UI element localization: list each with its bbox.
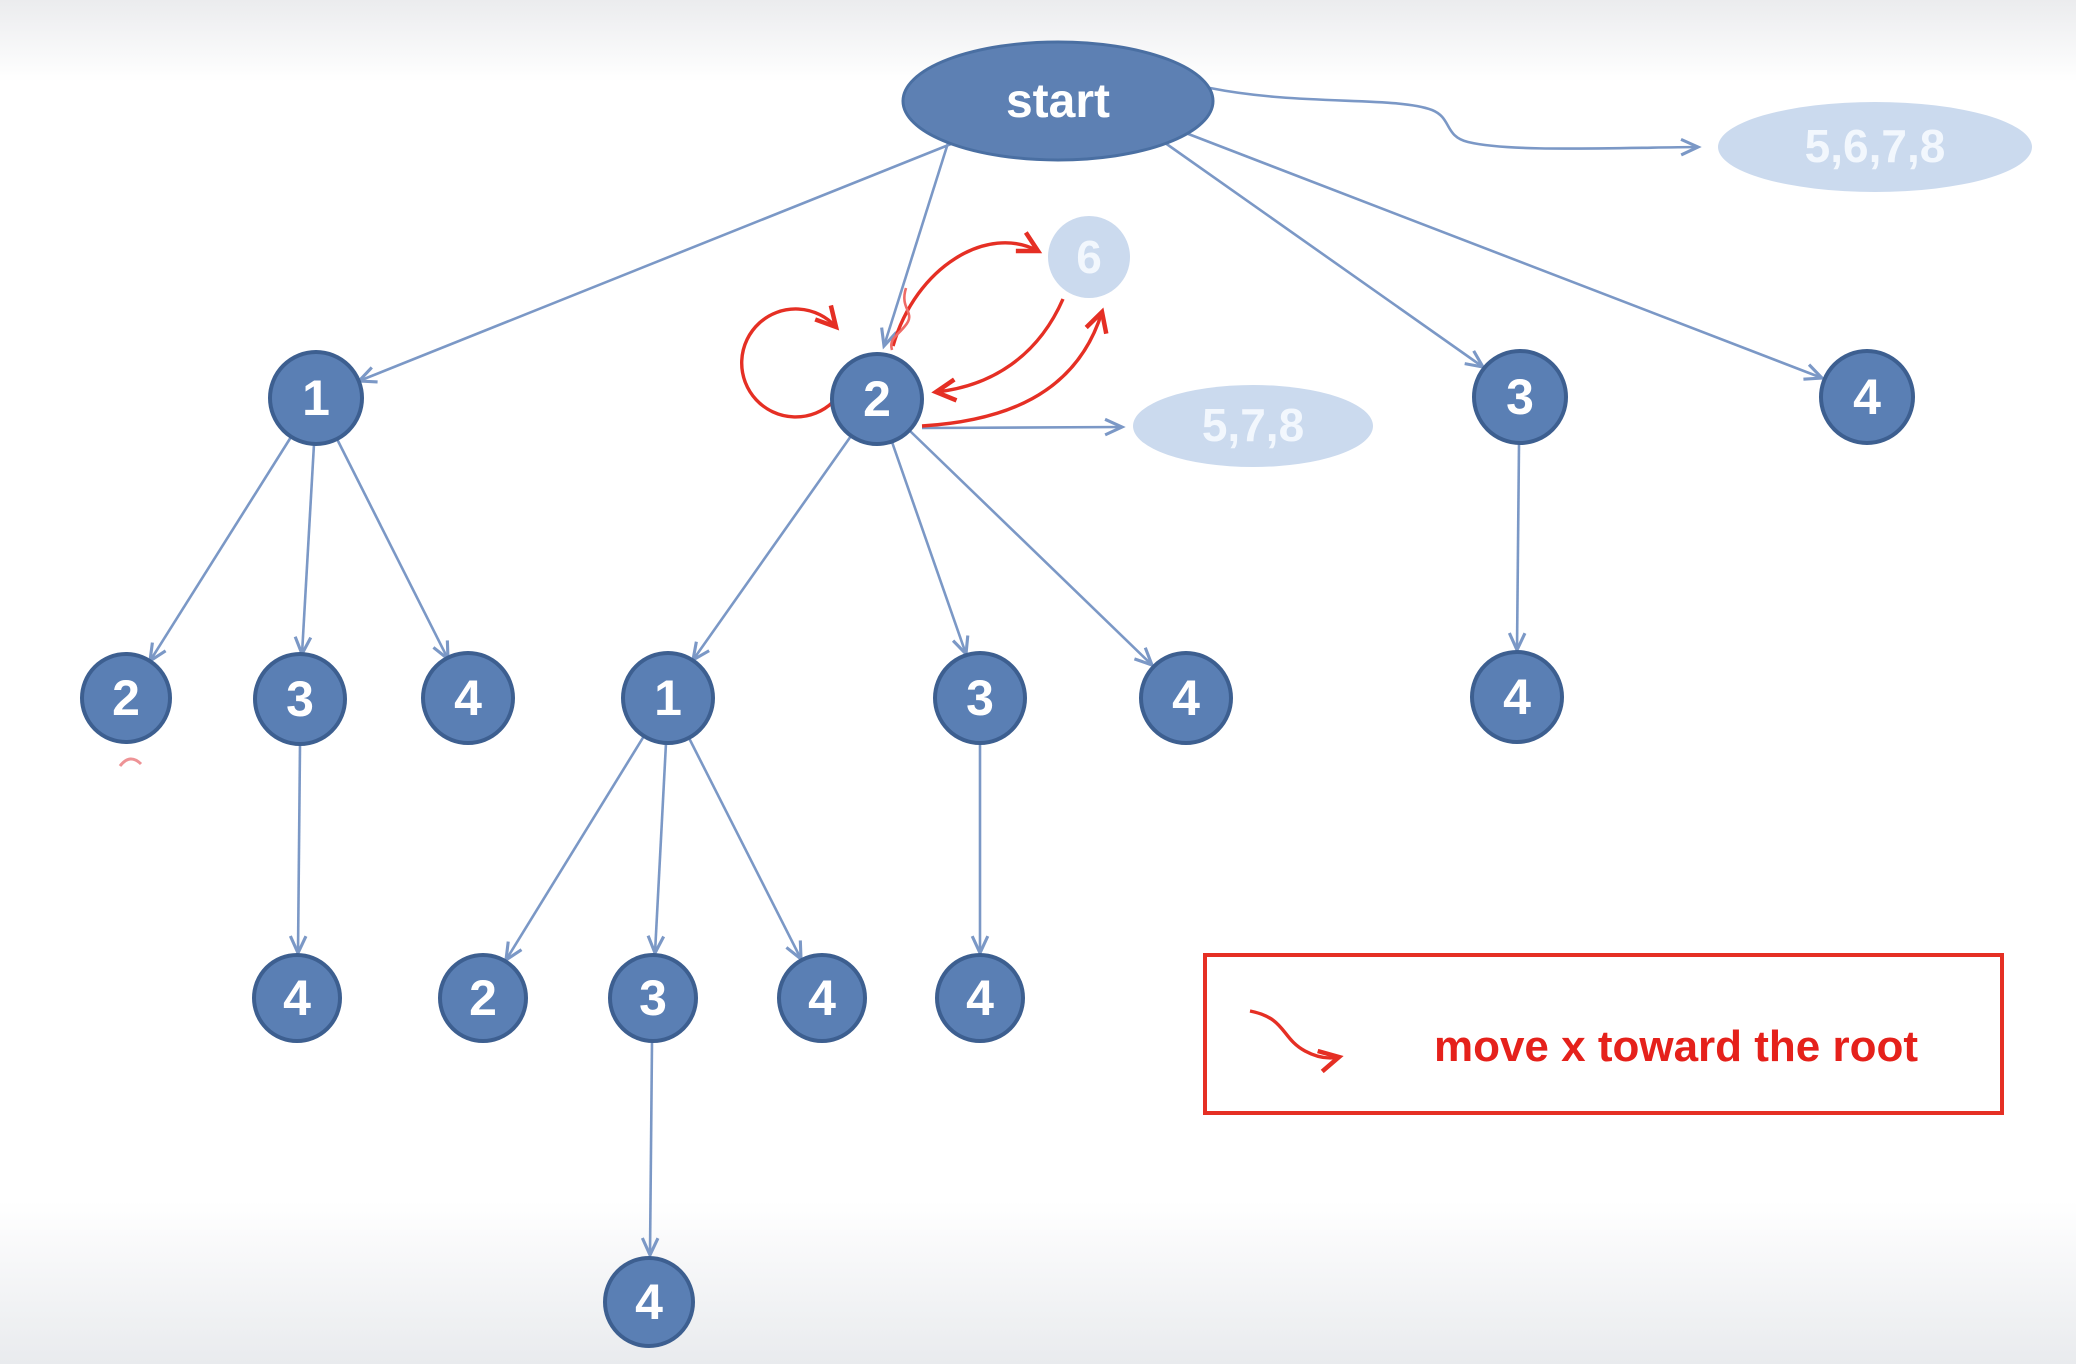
node-3: 3 bbox=[1472, 349, 1568, 445]
red-arrow-2-to-6-upper bbox=[891, 231, 1043, 347]
node-2-1-child-2: 2 bbox=[438, 953, 528, 1043]
edge-2-1-3-to-4 bbox=[640, 1041, 660, 1259]
edge-start-to-3 bbox=[1150, 131, 1487, 370]
red-annotations bbox=[118, 231, 1109, 767]
legend-label: move x toward the root bbox=[1434, 1022, 1918, 1071]
node-set-578: 5,7,8 bbox=[1133, 385, 1373, 467]
node-4: 4 bbox=[1819, 349, 1915, 445]
node-set-5678-label: 5,6,7,8 bbox=[1805, 120, 1946, 172]
red-arrow-2-to-6-lower bbox=[921, 307, 1109, 428]
legend: move x toward the root bbox=[1203, 953, 2004, 1115]
node-2-1-child-4: 4 bbox=[777, 953, 867, 1043]
node-2-child-4: 4 bbox=[1139, 651, 1233, 745]
node-2-child-1: 1 bbox=[621, 651, 715, 745]
node-6-label: 6 bbox=[1076, 231, 1102, 283]
svg-text:1: 1 bbox=[302, 370, 330, 426]
svg-text:2: 2 bbox=[469, 970, 497, 1026]
node-2-1-3-child-4: 4 bbox=[603, 1256, 695, 1348]
svg-text:4: 4 bbox=[454, 670, 482, 726]
red-arrow-6-to-2 bbox=[931, 298, 1065, 403]
edge-start-to-2 bbox=[880, 142, 950, 350]
svg-text:1: 1 bbox=[654, 670, 682, 726]
edge-2-1-to-3 bbox=[646, 742, 668, 957]
edge-2-to-c1 bbox=[690, 435, 853, 664]
legend-red-arrow-icon bbox=[1249, 1009, 1344, 1074]
tree-edges bbox=[148, 86, 1826, 1259]
svg-text:2: 2 bbox=[863, 371, 891, 427]
svg-text:2: 2 bbox=[112, 670, 140, 726]
edge-3-to-4 bbox=[1507, 443, 1527, 654]
edge-start-to-1 bbox=[355, 142, 952, 384]
edge-2-1-to-2 bbox=[504, 735, 646, 964]
node-start: start bbox=[901, 40, 1215, 162]
svg-text:3: 3 bbox=[639, 970, 667, 1026]
svg-text:4: 4 bbox=[966, 970, 994, 1026]
svg-text:4: 4 bbox=[808, 970, 836, 1026]
red-squiggle-mark bbox=[890, 287, 911, 351]
svg-text:4: 4 bbox=[1503, 669, 1531, 725]
node-set-578-label: 5,7,8 bbox=[1202, 399, 1304, 451]
svg-text:4: 4 bbox=[1853, 369, 1881, 425]
node-1-child-4: 4 bbox=[421, 651, 515, 745]
node-2-1-child-3: 3 bbox=[608, 953, 698, 1043]
edge-start-to-4 bbox=[1177, 128, 1826, 381]
node-set-5678: 5,6,7,8 bbox=[1718, 102, 2032, 192]
svg-text:3: 3 bbox=[1506, 369, 1534, 425]
edge-2-to-c3 bbox=[890, 441, 970, 658]
node-1-child-3: 3 bbox=[253, 652, 347, 746]
edge-1-to-2 bbox=[148, 436, 293, 665]
node-3-child-4: 4 bbox=[1470, 650, 1564, 744]
node-start-label: start bbox=[1006, 75, 1110, 128]
node-2: 2 bbox=[830, 352, 924, 446]
edge-2-to-set578 bbox=[921, 417, 1126, 437]
edge-2-1-to-4 bbox=[687, 737, 803, 963]
legend-box bbox=[1203, 953, 2004, 1115]
node-6: 6 bbox=[1048, 216, 1130, 298]
edge-1-3-to-4 bbox=[288, 744, 308, 957]
svg-text:3: 3 bbox=[966, 670, 994, 726]
node-1-child-2: 2 bbox=[80, 652, 172, 744]
edge-1-to-4 bbox=[335, 438, 450, 663]
edge-2-to-c4 bbox=[908, 429, 1155, 668]
svg-text:4: 4 bbox=[635, 1274, 663, 1330]
red-small-caret-mark bbox=[118, 757, 143, 767]
edge-1-to-3 bbox=[293, 443, 316, 658]
svg-text:4: 4 bbox=[283, 970, 311, 1026]
edge-start-to-set5678 bbox=[1209, 86, 1702, 157]
node-2-child-3: 3 bbox=[933, 651, 1027, 745]
node-1-3-child-4: 4 bbox=[252, 953, 342, 1043]
svg-text:3: 3 bbox=[286, 671, 314, 727]
red-self-loop-arrow bbox=[740, 304, 840, 419]
node-1: 1 bbox=[268, 350, 364, 446]
svg-text:4: 4 bbox=[1172, 670, 1200, 726]
node-2-3-child-4: 4 bbox=[935, 953, 1025, 1043]
